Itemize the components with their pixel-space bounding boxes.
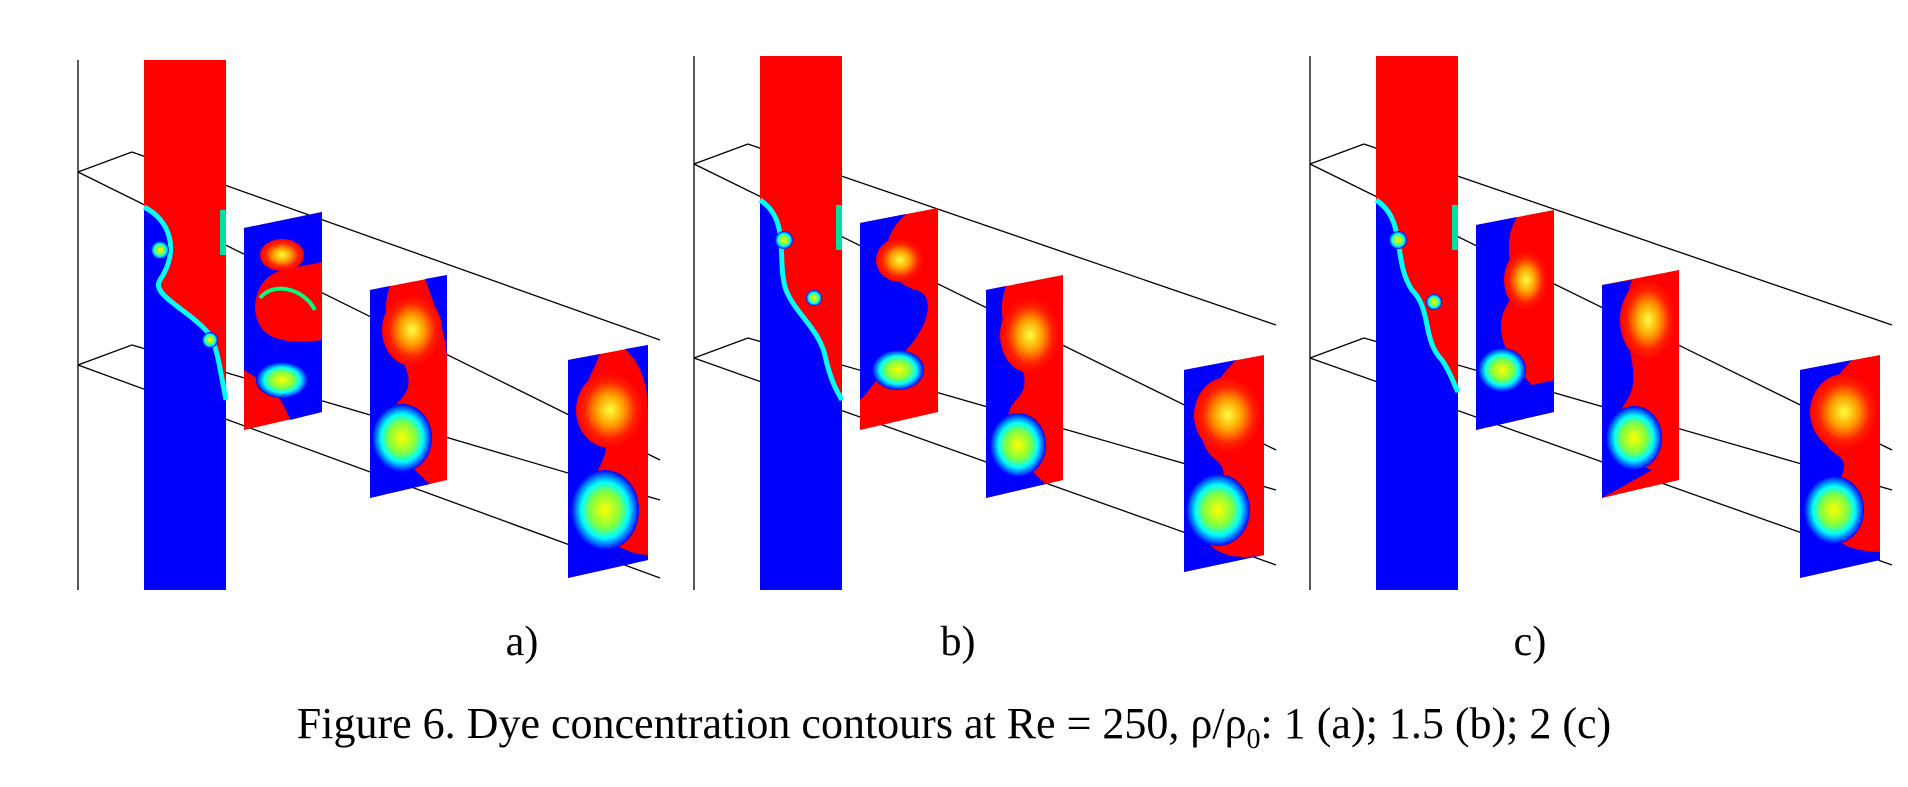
dye-contour-figure-b (693, 56, 1277, 590)
cross-section-2 (1602, 270, 1679, 498)
dye-contour-figure-a (77, 60, 661, 590)
inlet-column (1374, 56, 1461, 590)
inlet-column (758, 56, 845, 590)
panel-c (1292, 40, 1908, 600)
cross-section-1 (244, 212, 322, 430)
cross-section-1 (1476, 210, 1554, 430)
cross-section-2 (986, 275, 1063, 498)
caption-prefix: Figure 6. Dye concentration contours at … (296, 699, 1191, 748)
cross-section-1 (860, 208, 938, 430)
figure-caption: Figure 6. Dye concentration contours at … (0, 698, 1908, 756)
cross-section-2 (370, 275, 447, 498)
panel-label-c: c) (1513, 619, 1547, 665)
panel-b (676, 40, 1316, 600)
panel-a (60, 40, 700, 600)
cross-section-3 (1800, 355, 1880, 578)
cross-section-3 (1184, 355, 1264, 572)
caption-ratio: ρ/ρ (1190, 699, 1247, 748)
panel-label-a: a) (505, 619, 539, 665)
dye-contour-figure-c (1309, 56, 1893, 590)
panel-label-b: b) (940, 619, 976, 665)
cross-section-3 (568, 345, 648, 578)
caption-suffix: : 1 (a); 1.5 (b); 2 (c) (1260, 699, 1612, 748)
inlet-column (142, 60, 229, 590)
caption-ratio-subscript: 0 (1246, 723, 1261, 755)
